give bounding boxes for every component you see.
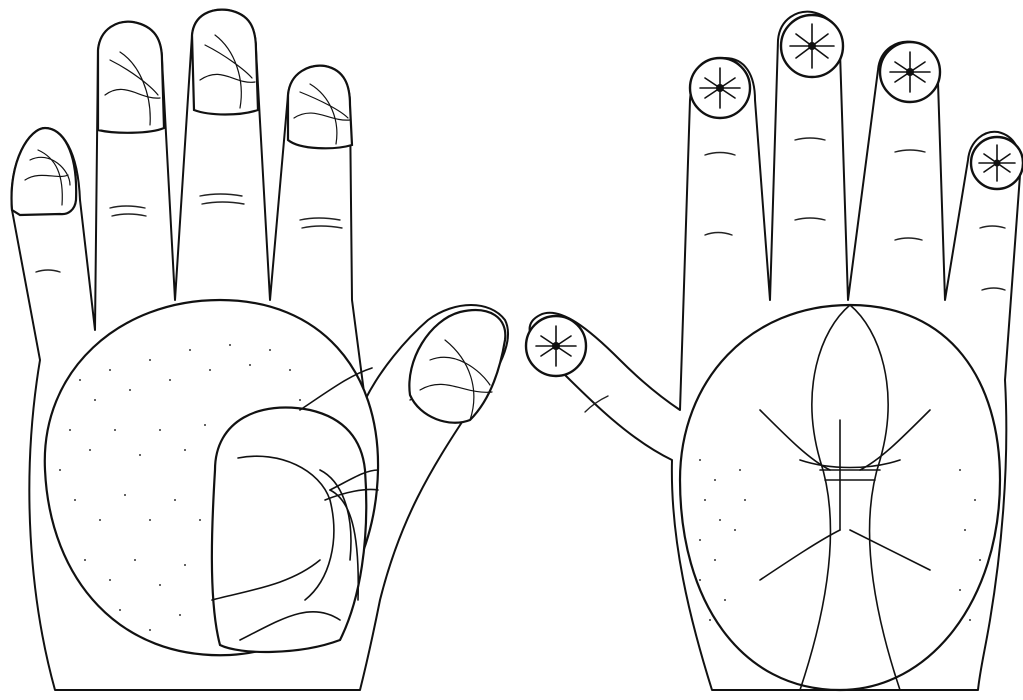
left-hand bbox=[12, 10, 509, 690]
fingertip-star-icon bbox=[781, 15, 843, 77]
right-hand bbox=[526, 12, 1023, 690]
fingertip-star-icon bbox=[880, 42, 940, 102]
palm-double-loop-icon bbox=[680, 305, 1000, 690]
fingertip-loop-icon bbox=[98, 22, 164, 133]
fingertip-loop-icon bbox=[12, 128, 77, 215]
fingertip-loop-icon bbox=[288, 66, 352, 149]
fingertip-star-icon bbox=[971, 137, 1023, 189]
fingertip-star-icon bbox=[526, 316, 586, 376]
fingertip-star-icon bbox=[690, 58, 750, 118]
fingertip-loop-icon bbox=[192, 10, 258, 115]
